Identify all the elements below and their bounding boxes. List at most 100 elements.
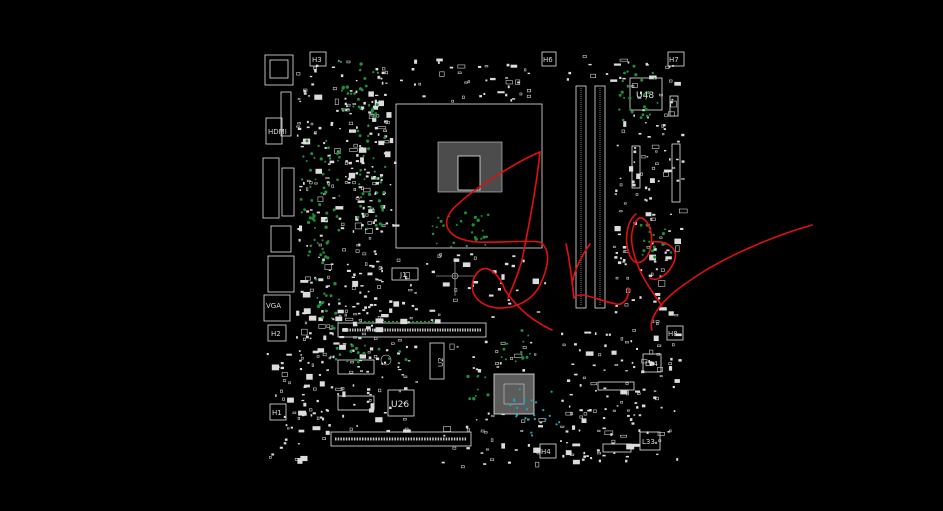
smd-pad xyxy=(359,291,362,294)
via xyxy=(364,84,368,88)
smd-pad xyxy=(384,93,387,96)
smd-pad xyxy=(651,242,654,245)
smd-pad xyxy=(327,154,330,157)
via xyxy=(352,105,355,108)
smd-pad xyxy=(381,67,386,71)
smd-pad xyxy=(320,410,323,413)
test-point xyxy=(513,399,516,402)
smd-pad xyxy=(310,281,313,284)
smd-pad xyxy=(292,411,297,414)
smd-pad xyxy=(361,224,364,227)
smd-pad xyxy=(344,161,348,165)
smd-pad xyxy=(568,405,571,408)
smd-pad xyxy=(279,389,283,393)
smd-pad xyxy=(375,94,379,96)
smd-pad xyxy=(312,412,316,415)
smd-pad xyxy=(654,441,658,444)
smd-pad xyxy=(648,188,651,191)
smd-pad xyxy=(592,364,596,367)
smd-pad xyxy=(633,161,636,163)
via xyxy=(359,173,362,176)
smd-pad xyxy=(629,166,634,172)
smd-pad xyxy=(286,353,292,356)
smd-pad xyxy=(377,75,380,79)
via xyxy=(363,213,366,216)
smd-pad xyxy=(296,336,298,339)
smd-pad xyxy=(621,129,625,133)
smd-pad xyxy=(371,176,376,180)
smd-pad xyxy=(302,414,305,417)
smd-pad xyxy=(342,248,346,252)
via xyxy=(661,232,666,236)
via xyxy=(381,208,385,212)
u48-chip: U48 xyxy=(629,77,663,111)
smd-pad xyxy=(373,328,377,332)
smd-pad xyxy=(650,178,655,183)
smd-pad xyxy=(616,144,619,147)
smd-pad xyxy=(283,415,286,418)
smd-pad xyxy=(422,95,426,98)
smd-pad xyxy=(352,336,357,339)
smd-pad xyxy=(594,332,597,335)
smd-pad xyxy=(298,429,305,433)
test-point xyxy=(530,399,533,402)
smd-pad xyxy=(340,74,344,78)
smd-pad xyxy=(633,443,640,447)
smd-pad xyxy=(507,85,510,89)
smd-pad xyxy=(652,213,656,216)
via xyxy=(376,191,379,194)
smd-pad xyxy=(389,300,393,303)
smd-pad xyxy=(633,414,636,416)
smd-pad xyxy=(312,426,321,431)
smd-pad xyxy=(672,343,675,347)
smd-pad xyxy=(383,129,388,133)
via xyxy=(350,344,354,348)
smd-pad xyxy=(655,162,659,165)
smd-pad xyxy=(358,337,362,340)
smd-pad xyxy=(671,98,674,101)
smd-pad xyxy=(611,350,617,355)
smd-pad xyxy=(605,333,608,336)
smd-pad xyxy=(569,412,573,416)
j1-header: J1 xyxy=(391,267,419,281)
smd-pad xyxy=(669,429,672,433)
h6-label: H6 xyxy=(543,56,553,64)
h4-label: H4 xyxy=(541,448,551,456)
smd-pad xyxy=(439,253,443,257)
smd-pad xyxy=(365,228,368,230)
smd-pad xyxy=(656,322,659,326)
smd-pad xyxy=(329,332,333,335)
smd-pad xyxy=(403,375,408,378)
smd-pad xyxy=(641,404,646,408)
via xyxy=(372,114,377,119)
via xyxy=(356,97,360,101)
smd-pad xyxy=(341,222,345,227)
smd-pad xyxy=(622,261,626,263)
smd-pad xyxy=(324,147,327,149)
via xyxy=(322,186,326,190)
smd-pad xyxy=(414,308,418,311)
smd-pad xyxy=(680,227,684,230)
via xyxy=(367,104,371,107)
smd-pad xyxy=(306,245,308,247)
via xyxy=(307,220,311,225)
smd-pad xyxy=(366,312,369,315)
test-point xyxy=(555,423,558,426)
smd-pad xyxy=(358,186,363,189)
smd-pad xyxy=(318,278,324,282)
smd-pad xyxy=(367,351,371,354)
via xyxy=(329,294,333,298)
smd-pad xyxy=(659,375,663,378)
smd-pad xyxy=(329,160,335,164)
smd-pad xyxy=(290,426,293,429)
smd-pad xyxy=(519,92,523,96)
via xyxy=(359,62,363,66)
via xyxy=(354,358,358,362)
smd-pad xyxy=(665,256,672,260)
smd-pad xyxy=(389,308,393,313)
smd-pad xyxy=(625,455,629,458)
via xyxy=(299,198,303,201)
test-point xyxy=(531,434,534,437)
via xyxy=(338,155,341,159)
